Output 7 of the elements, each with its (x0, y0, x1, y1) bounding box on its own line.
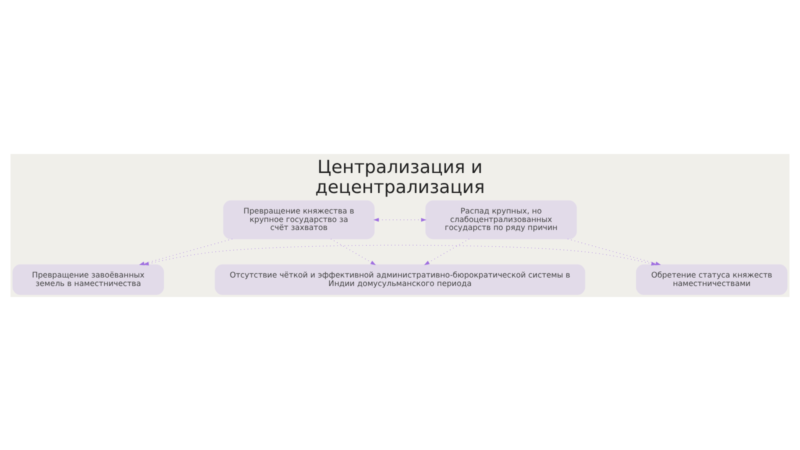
arrow (567, 238, 661, 265)
arrow (330, 238, 376, 265)
arrow (424, 238, 470, 265)
arrow (373, 217, 426, 222)
arrow (143, 244, 657, 265)
arrow (139, 238, 233, 265)
diagram-title: Централизация и децентрализация (315, 156, 485, 198)
